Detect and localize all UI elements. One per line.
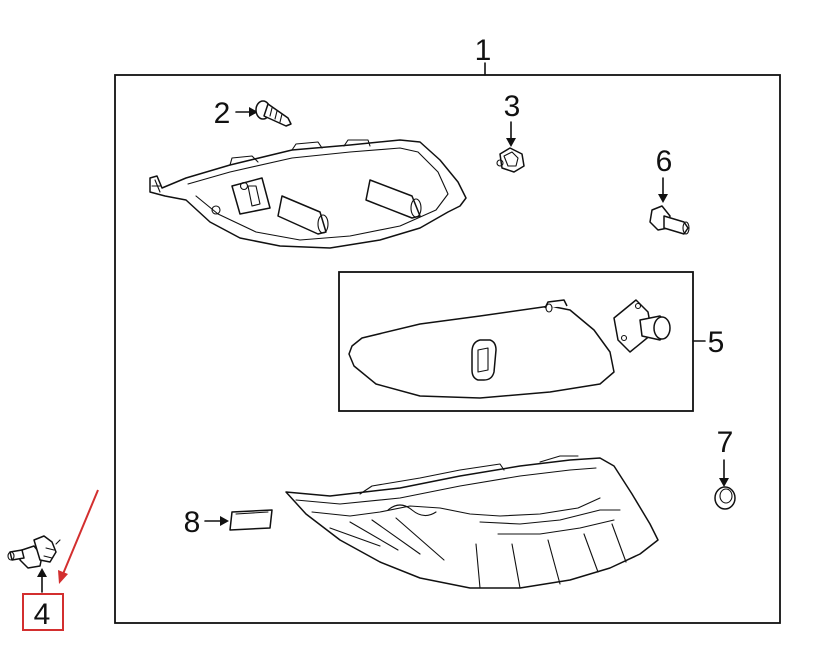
- bulb-socket-4[interactable]: [7, 535, 61, 569]
- label-8[interactable]: [229, 509, 273, 531]
- lamp-housing[interactable]: [149, 139, 467, 249]
- callout-6-label: 6: [656, 145, 673, 178]
- assembly-frame: [114, 74, 781, 624]
- callout-2-label: 2: [214, 97, 231, 130]
- callout-7-label: 7: [717, 426, 734, 459]
- callout-4[interactable]: 4: [22, 568, 64, 631]
- bulb-6[interactable]: [649, 205, 690, 235]
- callout-3[interactable]: 3: [504, 90, 521, 147]
- callout-7[interactable]: 7: [717, 426, 734, 487]
- callout-5[interactable]: 5: [692, 326, 725, 359]
- highlight-pointer-arrow: [58, 489, 99, 584]
- callout-5-label: 5: [708, 326, 725, 359]
- plug-7[interactable]: [714, 486, 736, 510]
- callout-2[interactable]: 2: [214, 97, 258, 130]
- screw-2[interactable]: [255, 100, 292, 127]
- nut-3[interactable]: [496, 147, 525, 173]
- callout-1[interactable]: 1: [475, 34, 492, 76]
- callout-4-label: 4: [34, 598, 51, 631]
- callout-4-highlight-box: [22, 593, 64, 631]
- callout-6[interactable]: 6: [656, 145, 673, 203]
- callout-3-label: 3: [504, 90, 521, 123]
- tail-lamp-lens[interactable]: [285, 455, 659, 589]
- reflector-lens-5[interactable]: [348, 299, 615, 399]
- callout-8-label: 8: [184, 506, 201, 539]
- socket-5[interactable]: [613, 299, 671, 353]
- callout-1-label: 1: [475, 34, 492, 67]
- callout-8[interactable]: 8: [184, 506, 229, 539]
